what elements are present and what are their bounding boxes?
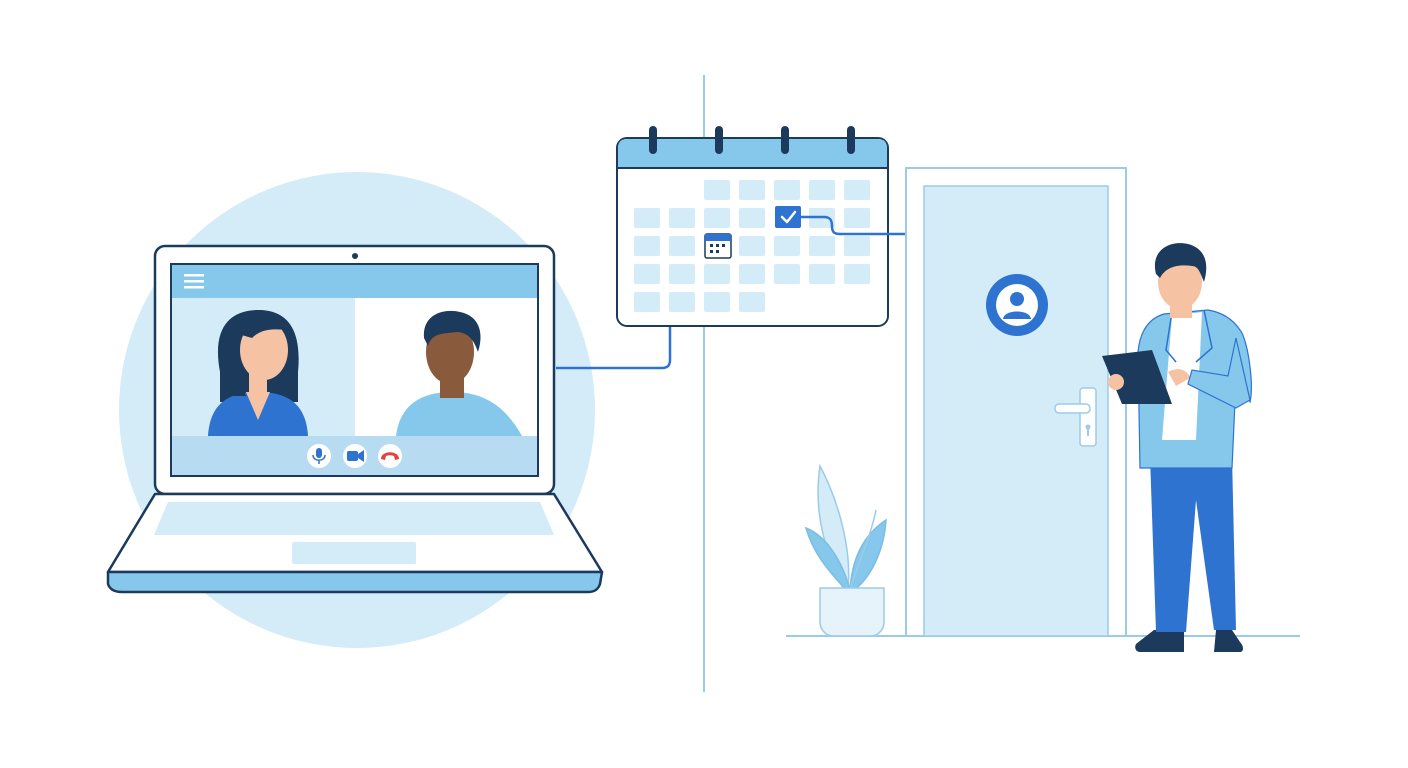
app-header-bar — [172, 265, 537, 298]
calendar-day-cell[interactable] — [704, 292, 730, 312]
end-call-button[interactable] — [378, 444, 402, 468]
checkmark-icon — [780, 210, 797, 224]
webcam-dot — [352, 253, 358, 259]
calendar-day-cell[interactable] — [704, 180, 730, 200]
calendar-day-cell[interactable] — [704, 264, 730, 284]
calendar-day-cell[interactable] — [739, 180, 765, 200]
laptop — [106, 244, 604, 594]
calendar-day-cell[interactable] — [669, 208, 695, 228]
calendar-day-cell[interactable] — [774, 264, 800, 284]
woman-participant — [208, 310, 308, 436]
calendar-mini-icon — [705, 234, 731, 253]
plant-pot — [819, 587, 885, 637]
calendar-day-cell[interactable] — [669, 292, 695, 312]
calendar-day-cell[interactable] — [774, 236, 800, 256]
mic-button[interactable] — [307, 444, 331, 468]
calendar-header — [618, 139, 887, 168]
calendar-day-cell[interactable] — [809, 180, 835, 200]
standing-man — [1102, 243, 1252, 652]
potted-plant — [804, 463, 887, 637]
calendar-day-cell[interactable] — [704, 208, 730, 228]
calendar-day-cell[interactable] — [634, 264, 660, 284]
phone-hangup-icon — [381, 452, 399, 460]
calendar — [616, 126, 889, 327]
calendar-day-cell[interactable] — [809, 264, 835, 284]
tablet — [1102, 350, 1172, 404]
calendar-day-cell[interactable] — [844, 208, 870, 228]
calendar-rings — [649, 126, 855, 154]
hamburger-menu-icon[interactable] — [184, 274, 204, 289]
laptop-base-edge — [106, 570, 604, 594]
calendar-day-cell[interactable] — [739, 236, 765, 256]
door — [905, 167, 1127, 637]
microphone-icon — [312, 448, 326, 464]
calendar-event-cell[interactable] — [704, 233, 732, 259]
calendar-day-cell[interactable] — [809, 236, 835, 256]
calendar-selected-date[interactable] — [775, 206, 801, 228]
door-profile-badge[interactable] — [986, 274, 1048, 336]
calendar-day-cell[interactable] — [634, 292, 660, 312]
calendar-day-cell[interactable] — [634, 236, 660, 256]
calendar-day-cell[interactable] — [739, 292, 765, 312]
man-participant — [396, 310, 522, 436]
laptop-trackpad — [292, 542, 416, 564]
calendar-day-cell[interactable] — [844, 180, 870, 200]
calendar-day-cell[interactable] — [669, 264, 695, 284]
video-camera-icon — [347, 450, 364, 462]
laptop-keyboard — [154, 502, 554, 535]
camera-button[interactable] — [343, 444, 367, 468]
calendar-day-cell[interactable] — [844, 236, 870, 256]
calendar-day-cell[interactable] — [844, 264, 870, 284]
door-handle[interactable] — [1054, 387, 1097, 447]
calendar-day-cell[interactable] — [739, 264, 765, 284]
calendar-day-cell[interactable] — [669, 236, 695, 256]
calendar-day-cell[interactable] — [774, 180, 800, 200]
calendar-day-cell[interactable] — [739, 208, 765, 228]
calendar-day-cell[interactable] — [634, 208, 660, 228]
user-profile-icon — [1003, 292, 1031, 319]
